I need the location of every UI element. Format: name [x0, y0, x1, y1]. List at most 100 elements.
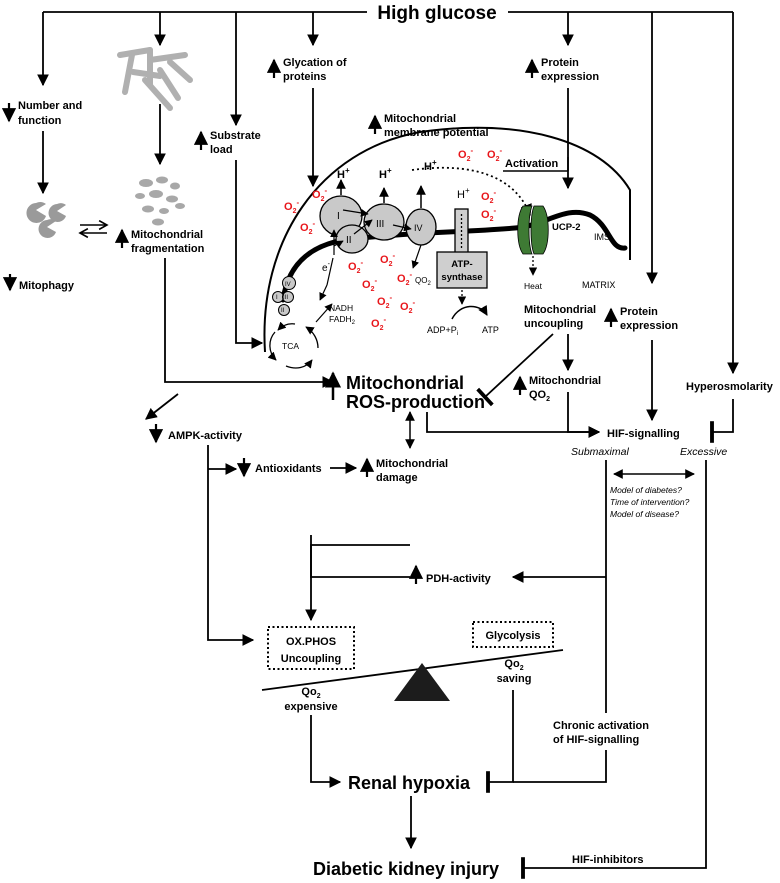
svg-text:O2-: O2-	[400, 298, 415, 315]
svg-text:Mitochondrial: Mitochondrial	[376, 458, 448, 470]
complex-iv: IV	[405, 208, 437, 246]
substrate-to-tca-arrow	[235, 160, 264, 349]
svg-text:III: III	[283, 295, 288, 301]
svg-text:ROS-production: ROS-production	[346, 392, 485, 412]
svg-text:Glycation of: Glycation of	[283, 57, 347, 69]
svg-text:Qo2: Qo2	[504, 658, 523, 672]
qo2-complex-iv-label: QO2	[415, 276, 431, 287]
diabetic-kidney-injury-label: Diabetic kidney injury	[313, 859, 499, 879]
excessive-label: Excessive	[680, 446, 727, 458]
fragmentation-to-ros-arrow	[164, 258, 335, 388]
title-high-glucose: High glucose	[377, 3, 496, 24]
mitophagy-icon	[26, 202, 66, 238]
svg-text:OX.PHOS: OX.PHOS	[286, 636, 336, 648]
protein-expression-right-label: Protein expression	[603, 306, 678, 332]
svg-text:O2-: O2-	[362, 276, 377, 293]
svg-text:II: II	[346, 235, 352, 246]
svg-text:Mitophagy: Mitophagy	[19, 280, 75, 292]
svg-text:O2-: O2-	[458, 146, 473, 163]
heat-label: Heat	[524, 281, 543, 291]
svg-text:Substrate: Substrate	[210, 130, 261, 142]
svg-text:uncoupling: uncoupling	[524, 318, 583, 330]
svg-text:Protein: Protein	[541, 57, 579, 69]
electron-transport-arrows	[330, 209, 412, 255]
ampk-to-oxphos-arrow	[207, 445, 255, 646]
complex-ii: II	[335, 224, 369, 254]
svg-text:expression: expression	[541, 71, 599, 83]
ros-production-label: Mitochondrial ROS-production	[324, 371, 485, 412]
mitochondrial-fragmentation-label: Mitochondrial fragmentation	[114, 228, 205, 255]
mitochondrial-uncoupling-label: Mitochondrial uncoupling	[524, 304, 596, 330]
fragmented-mitochondria-icon	[135, 176, 185, 226]
mitochondrial-qo2-label: Mitochondrial QO2	[512, 375, 601, 403]
svg-text:O2-: O2-	[371, 315, 386, 332]
svg-text:O2-: O2-	[312, 186, 327, 203]
svg-text:O2-: O2-	[284, 198, 299, 215]
svg-text:Model of disease?: Model of disease?	[610, 509, 679, 519]
svg-text:O2-: O2-	[487, 146, 502, 163]
healthy-mitochondria-network-icon	[117, 47, 193, 111]
proton-label-1: H+	[337, 166, 350, 181]
hyperosmolarity-label: Hyperosmolarity	[686, 381, 774, 393]
hyperosmolarity-inhibit	[710, 399, 734, 443]
svg-text:O2-: O2-	[481, 188, 496, 205]
complex-iii: III	[363, 203, 405, 241]
svg-text:expensive: expensive	[284, 701, 337, 713]
svg-text:damage: damage	[376, 472, 418, 484]
atp-synthase: ATP- synthase	[436, 208, 488, 289]
pdh-activity-label: PDH-activity	[408, 564, 492, 585]
fadh-label: FADH2	[329, 314, 356, 326]
hif-signalling-label: HIF-signalling	[607, 428, 680, 440]
svg-text:O2-: O2-	[481, 206, 496, 223]
submaximal-label: Submaximal	[571, 446, 629, 458]
svg-text:Antioxidants: Antioxidants	[255, 463, 322, 475]
svg-text:I: I	[276, 295, 278, 301]
mitochondrial-damage-label: Mitochondrial damage	[359, 457, 448, 484]
number-function-label: Number and function	[1, 100, 82, 127]
svg-text:of HIF-signalling: of HIF-signalling	[553, 734, 639, 746]
svg-text:Mitochondrial: Mitochondrial	[529, 375, 601, 387]
mitophagy-label: Mitophagy	[2, 274, 75, 292]
svg-text:expression: expression	[620, 320, 678, 332]
renal-hypoxia-label: Renal hypoxia	[348, 773, 471, 793]
svg-text:function: function	[18, 115, 62, 127]
qo2-saving-label: Qo2 saving	[497, 658, 532, 685]
ucp2-label: UCP-2	[552, 222, 581, 233]
hif-questions: Model of diabetes? Time of intervention?…	[610, 485, 690, 519]
substrate-load-label: Substrate load	[193, 130, 261, 156]
svg-text:IV: IV	[414, 223, 423, 233]
superoxide-labels: O2- O2- O2- O2- O2- O2- O2- O2- O2- O2- …	[284, 146, 502, 332]
proton-label-atp: H+	[457, 186, 470, 201]
svg-text:Uncoupling: Uncoupling	[281, 653, 342, 665]
uncoupling-inhibits-ros	[476, 333, 554, 407]
svg-text:Glycolysis: Glycolysis	[485, 630, 540, 642]
ucp2-channel	[517, 205, 549, 255]
excessive-hif-inhibit	[521, 460, 707, 879]
svg-text:I: I	[337, 211, 340, 222]
svg-text:O2-: O2-	[377, 293, 392, 310]
svg-text:IV: IV	[285, 282, 291, 288]
fragmentation-mitophagy-arrows	[78, 219, 109, 239]
svg-text:proteins: proteins	[283, 71, 326, 83]
matrix-label: MATRIX	[582, 280, 615, 290]
svg-text:synthase: synthase	[441, 272, 482, 283]
svg-text:fragmentation: fragmentation	[131, 243, 205, 255]
svg-text:O2-: O2-	[300, 219, 315, 236]
svg-text:ATP-: ATP-	[451, 259, 472, 270]
svg-text:Mitochondrial: Mitochondrial	[131, 229, 203, 241]
svg-text:AMPK-activity: AMPK-activity	[168, 430, 243, 442]
ampk-activity-label: AMPK-activity	[148, 424, 243, 444]
svg-text:O2-: O2-	[380, 251, 395, 268]
svg-text:Chronic activation: Chronic activation	[553, 720, 649, 732]
svg-text:PDH-activity: PDH-activity	[426, 573, 492, 585]
svg-text:saving: saving	[497, 673, 532, 685]
svg-text:TCA: TCA	[282, 341, 299, 351]
protein-expression-top-label: Protein expression	[524, 57, 599, 83]
svg-text:III: III	[376, 219, 384, 230]
metabolic-balance	[261, 649, 564, 701]
proton-label-2: H+	[379, 166, 392, 181]
glycation-label: Glycation of proteins	[266, 57, 347, 83]
svg-text:O2-: O2-	[348, 258, 363, 275]
svg-text:Protein: Protein	[620, 306, 658, 318]
